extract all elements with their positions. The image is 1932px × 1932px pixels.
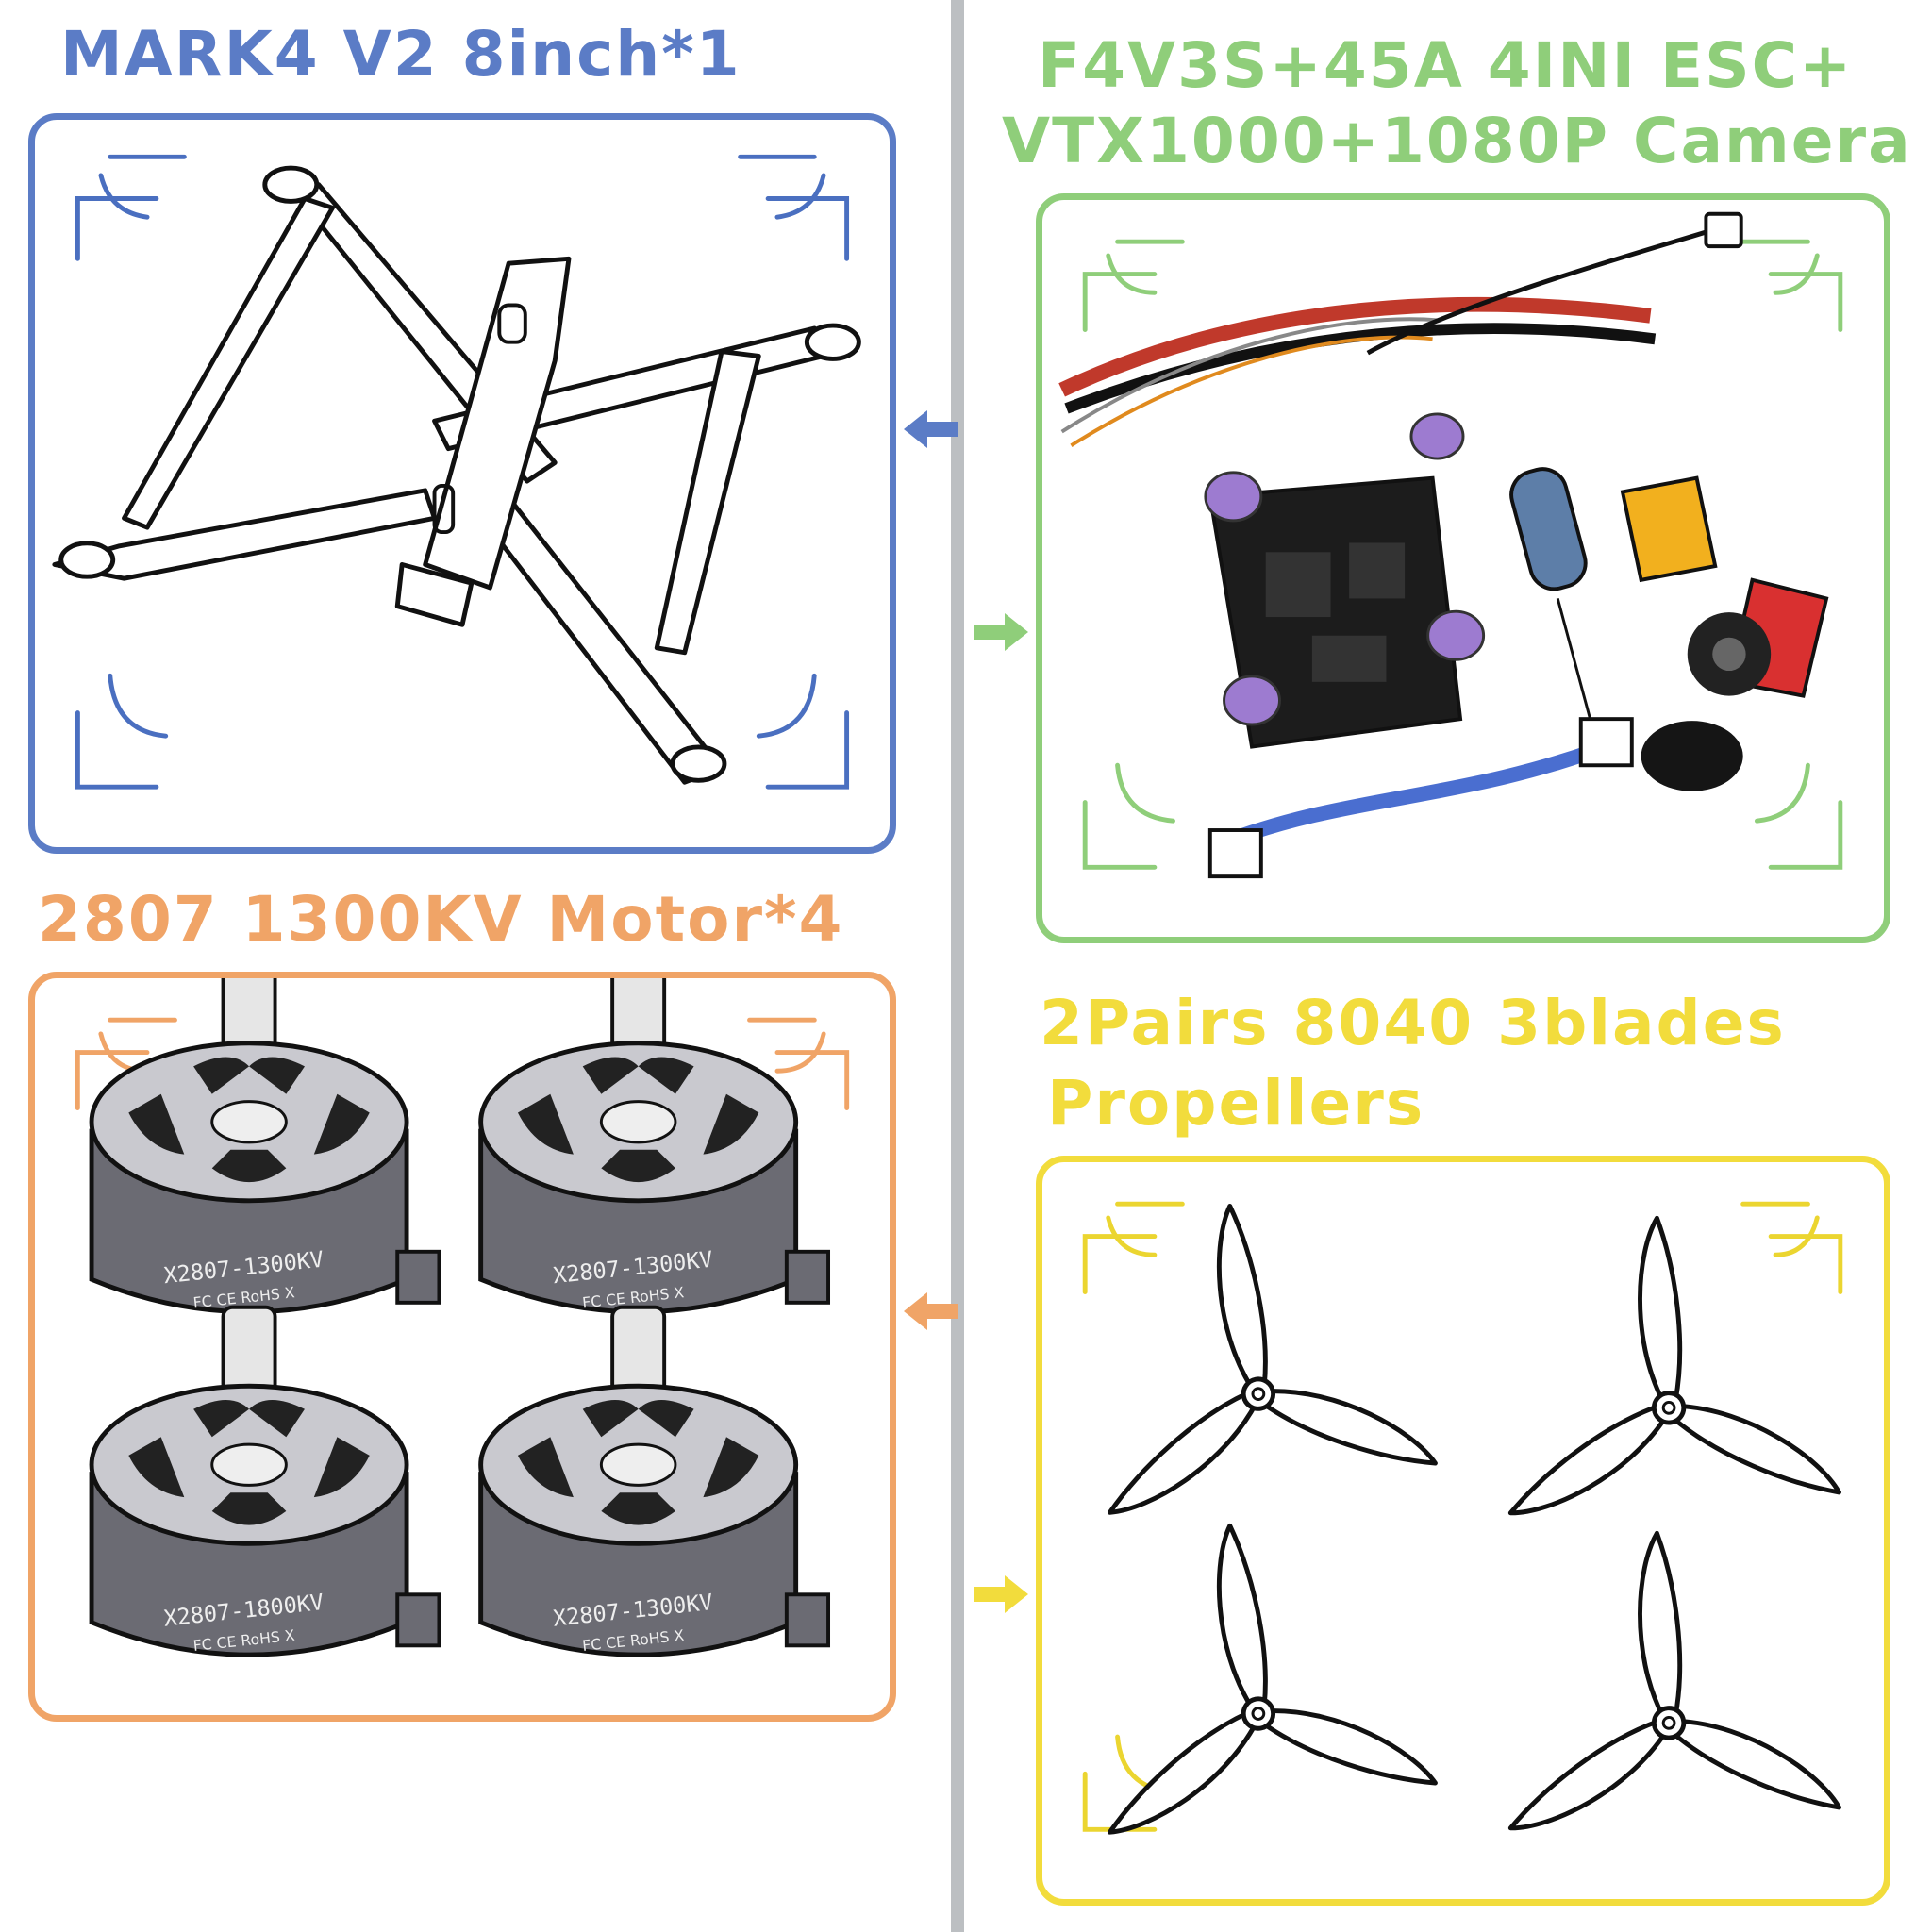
motor-2: X2807-1300KV FC CE RoHS X	[481, 978, 828, 1312]
center-divider	[951, 0, 964, 1932]
propeller-3	[1055, 1496, 1450, 1855]
arrow-right-icon	[974, 613, 1028, 651]
motors-panel: X2807-1300KV FC CE RoHS X X2807-1300KV F…	[28, 972, 896, 1722]
electronics-title-line1: F4V3S+45A 4INI ESC+	[1038, 29, 1854, 102]
electronics-panel	[1036, 193, 1890, 943]
motors-artwork: X2807-1300KV FC CE RoHS X X2807-1300KV F…	[75, 978, 850, 1715]
motor-4: X2807-1300KV FC CE RoHS X	[481, 1307, 828, 1655]
propellers-title-line2: Propellers	[1047, 1067, 1425, 1140]
propellers-title-line1: 2Pairs 8040 3blades	[1040, 987, 1786, 1059]
propellers-panel	[1036, 1156, 1890, 1906]
propeller-4	[1480, 1519, 1853, 1851]
arrow-right-icon	[974, 1575, 1028, 1613]
arrow-left-icon	[904, 1292, 958, 1330]
propellers-artwork	[1042, 1162, 1884, 1899]
flight-controller-stack-icon	[1058, 211, 1843, 879]
motor-1: X2807-1300KV FC CE RoHS X	[92, 978, 439, 1312]
propeller-2	[1480, 1204, 1853, 1536]
drone-frame-icon	[52, 154, 861, 790]
motor-3: X2807-1800KV FC CE RoHS X	[92, 1307, 439, 1655]
electronics-title-line2: VTX1000+1080P Camera	[1002, 105, 1912, 177]
arrow-left-icon	[904, 410, 958, 448]
frame-title: MARK4 V2 8inch*1	[60, 18, 741, 91]
motors-title: 2807 1300KV Motor*4	[38, 883, 844, 956]
frame-panel	[28, 113, 896, 854]
